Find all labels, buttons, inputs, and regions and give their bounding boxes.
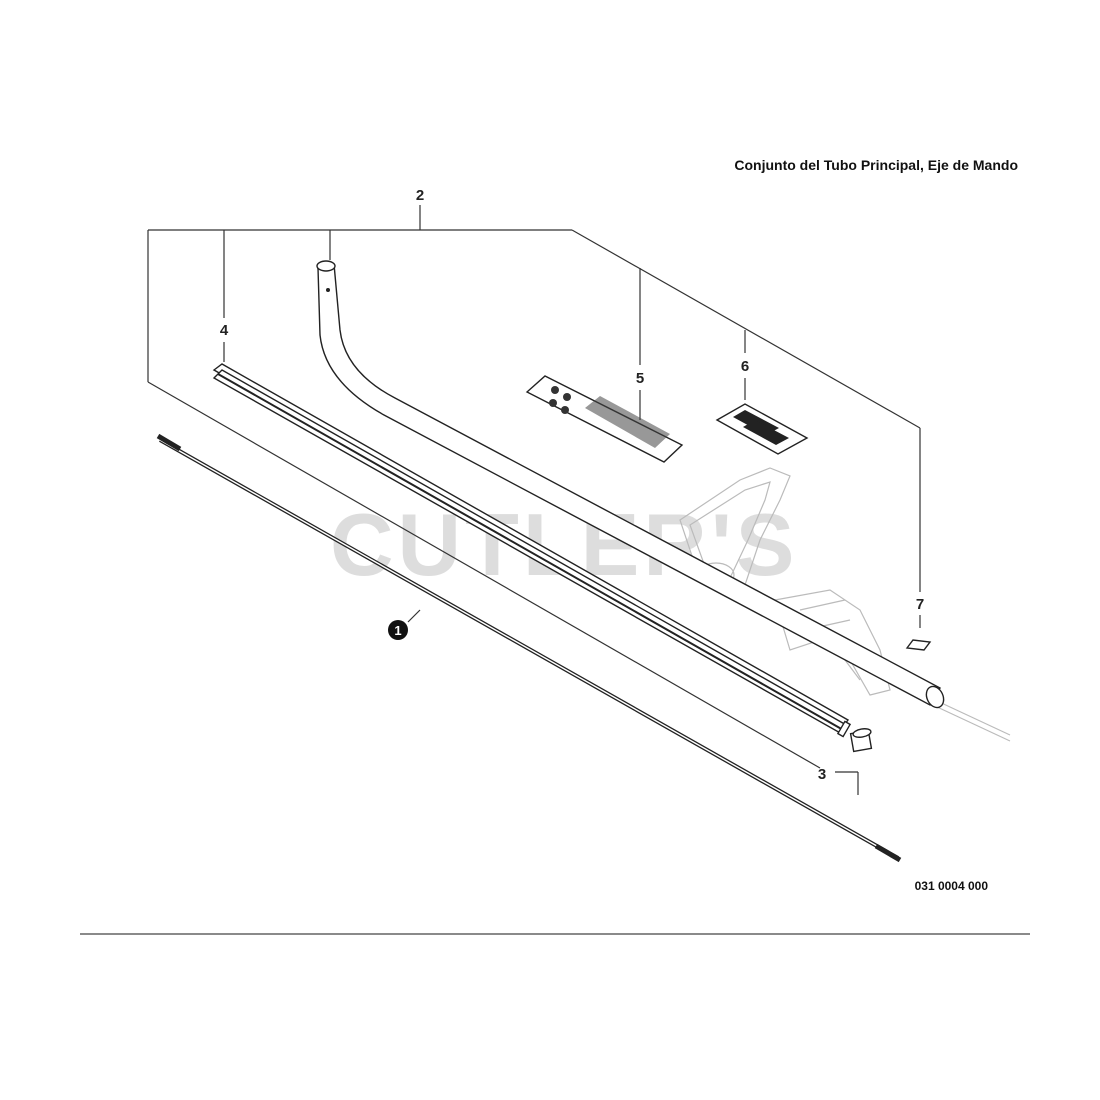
- callout-2: 2: [416, 187, 424, 204]
- bushing: [849, 728, 873, 753]
- diagram-title: Conjunto del Tubo Principal, Eje de Mand…: [734, 157, 1018, 173]
- diagram-code: 031 0004 000: [915, 879, 989, 893]
- callout-1-label: 1: [394, 623, 401, 638]
- leader-lines: [223, 230, 921, 795]
- callout-7: 7: [916, 596, 924, 613]
- callout-4: 4: [220, 322, 229, 339]
- main-tube: [316, 260, 945, 709]
- shaft-liner: [212, 363, 852, 738]
- assembly-bracket: [147, 205, 921, 769]
- callout-1: 1: [388, 620, 408, 640]
- warning-label: [525, 375, 684, 463]
- callout-6: 6: [741, 358, 749, 375]
- brand-decal: [715, 403, 809, 455]
- small-label: [905, 639, 932, 651]
- callout-3: 3: [818, 766, 826, 783]
- drive-shaft: [156, 433, 902, 863]
- callout-5: 5: [636, 370, 644, 387]
